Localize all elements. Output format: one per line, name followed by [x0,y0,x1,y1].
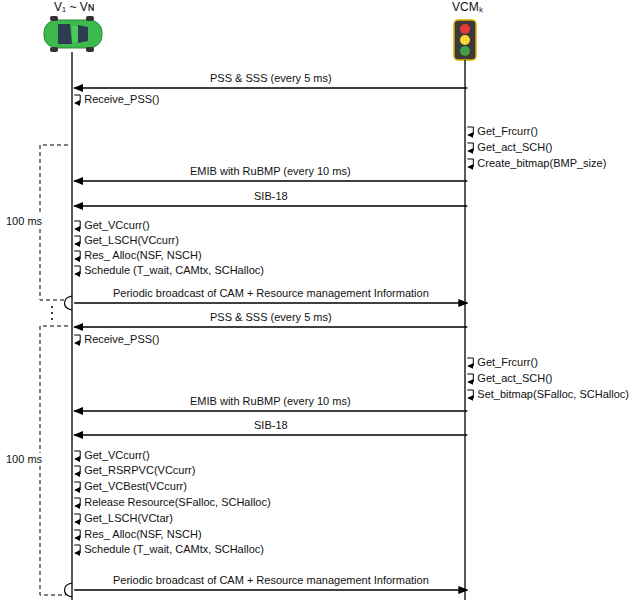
self-call-arrow [74,266,80,274]
message-arrow [74,326,467,327]
self-call-label: Release Resource(SFalloc, SCHalloc) [84,496,270,509]
self-call-arrow [74,95,80,103]
self-call-arrow [467,374,473,382]
self-call-label: Get_Frcurr() [477,356,538,369]
self-call-arrow [467,127,473,135]
participant-name: VCMₖ [452,1,483,14]
self-call-label: Get_VCBest(VCcurr) [84,480,187,493]
self-call-label: Get_VCcurr() [84,449,149,462]
broadcast-arc [65,296,73,597]
self-call-label: Receive_PSS() [84,333,159,346]
message-arrow [74,410,467,411]
lifeline-header: V₁ ~ Vɴ [52,1,96,14]
lifeline [464,60,465,600]
self-call-arrow [74,466,80,474]
self-call-label: Set_bitmap(SFalloc, SCHalloc) [477,388,629,401]
self-call-label: Get_act_SCH() [477,372,552,385]
self-call-label: Schedule (T_wait, CAMtx, SCHalloc) [84,264,264,277]
continuation-dots [51,306,53,320]
self-call-arrow [74,236,80,244]
message-arrow [74,589,467,590]
message-arrow [74,302,467,303]
lifeline [71,52,72,600]
participant-name: V₁ ~ Vɴ [54,1,94,14]
self-call-label: Schedule (T_wait, CAMtx, SCHalloc) [84,543,264,556]
self-call-arrow [74,451,80,459]
message-label: SIB-18 [254,419,288,432]
car-icon [44,16,102,52]
self-call-label: Res_ Alloc(NSF, NSCH) [84,249,201,262]
self-call-label: Get_Frcurr() [477,125,538,138]
self-call-label: Get_RSRPVC(VCcurr) [84,464,195,477]
self-call-arrow [74,498,80,506]
self-call-label: Res_ Alloc(NSF, NSCH) [84,528,201,541]
self-call-arrow [74,482,80,490]
message-label: PSS & SSS (every 5 ms) [210,72,332,85]
message-arrow [74,180,467,181]
self-call-label: Get_LSCH(VCtar) [84,512,173,525]
self-call-arrow [467,143,473,151]
message-label: SIB-18 [254,190,288,203]
self-call-label: Receive_PSS() [84,93,159,106]
self-call-arrow [74,221,80,229]
message-label: PSS & SSS (every 5 ms) [210,311,332,324]
message-label: Periodic broadcast of CAM + Resource man… [113,574,429,587]
message-arrow [74,205,467,206]
self-call-arrow [467,358,473,366]
lifeline-header: VCMₖ [450,1,485,14]
self-call-arrow [74,530,80,538]
self-call-label: Get_act_SCH() [477,141,552,154]
message-label: EMIB with RuBMP (every 10 ms) [190,165,351,178]
self-call-label: Get_VCcurr() [84,219,149,232]
duration-label: 100 ms [4,215,44,228]
traffic-light-icon [454,20,476,60]
self-call-label: Get_LSCH(VCcurr) [84,234,179,247]
period-bracket [40,145,68,595]
self-call-arrow [467,390,473,398]
message-label: EMIB with RuBMP (every 10 ms) [190,395,351,408]
self-call-arrow [467,159,473,167]
self-call-arrow [74,514,80,522]
self-call-arrow [74,251,80,259]
message-arrow [74,87,467,88]
duration-label: 100 ms [4,453,44,466]
self-call-arrow [74,335,80,343]
self-call-label: Create_bitmap(BMP_size) [477,157,606,170]
message-arrow [74,434,467,435]
self-call-arrow [74,545,80,553]
message-label: Periodic broadcast of CAM + Resource man… [113,287,429,300]
